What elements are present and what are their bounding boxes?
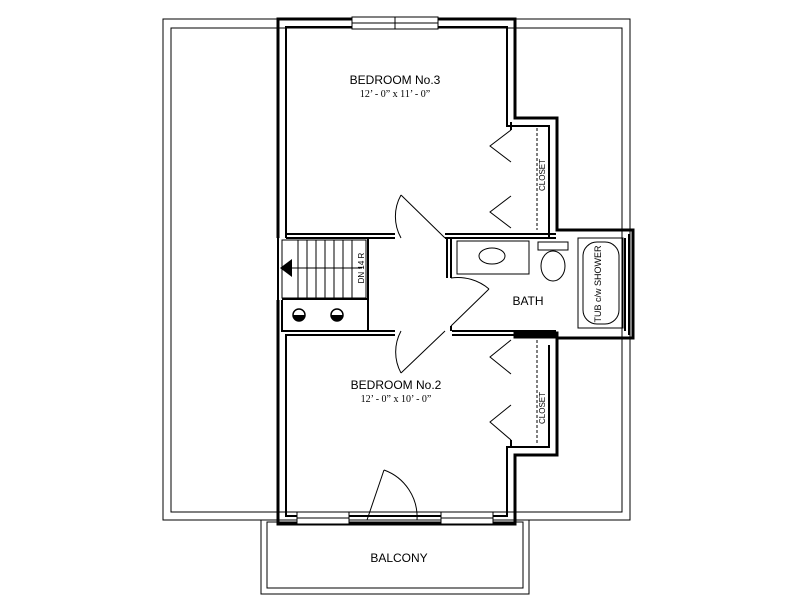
stair-arrow-icon	[280, 259, 292, 277]
tub-label: TUB c/w SHOWER	[593, 245, 603, 323]
bedroom3-label: BEDROOM No.3	[350, 73, 441, 87]
door-balcony-swing[interactable]	[383, 469, 418, 521]
balcony-inner-outline	[266, 521, 524, 589]
door-bath-leaf[interactable]	[450, 288, 490, 327]
closet-upper-label: CLOSET	[538, 159, 547, 191]
tub-outline	[577, 237, 624, 329]
sink-icon-left	[292, 308, 306, 322]
closet-lower-bifold-2[interactable]	[489, 404, 512, 441]
door-bedroom3-leaf[interactable]	[400, 194, 446, 239]
stair-label: DN 14 R	[357, 252, 366, 283]
closet-lower-label: CLOSET	[538, 392, 547, 424]
exterior-wall-outer	[276, 17, 635, 526]
exterior-wall-inner	[285, 26, 550, 238]
closet-upper-bifold-1[interactable]	[489, 129, 512, 163]
stair-outline	[281, 239, 367, 299]
bedroom3-dimensions: 12’ - 0” x 11’ - 0”	[360, 89, 430, 100]
tub-inner-outline	[582, 241, 620, 325]
bath-label: BATH	[512, 294, 543, 308]
door-bedroom3-swing[interactable]	[394, 194, 402, 239]
closet-lower-bifold-1[interactable]	[489, 339, 512, 375]
toilet-tank-icon	[537, 241, 569, 251]
bedroom2-dimensions: 12’ - 0” x 10’ - 0”	[361, 394, 432, 405]
door-balcony-leaf[interactable]	[366, 469, 385, 521]
bedroom2-label: BEDROOM No.2	[351, 378, 442, 392]
vanity-basin-icon	[478, 247, 506, 265]
sink-icon-right	[330, 308, 344, 322]
vanity-counter	[456, 240, 530, 275]
closet-upper-bifold-2[interactable]	[489, 195, 512, 229]
roof-inner-outline	[170, 27, 623, 513]
exterior-wall-inner-lower	[285, 334, 550, 517]
door-bath-swing[interactable]	[450, 277, 490, 290]
door-bedroom2-leaf[interactable]	[400, 330, 446, 374]
toilet-bowl-icon	[540, 250, 566, 282]
door-bedroom2-swing[interactable]	[395, 330, 402, 374]
balcony-label: BALCONY	[370, 551, 427, 565]
